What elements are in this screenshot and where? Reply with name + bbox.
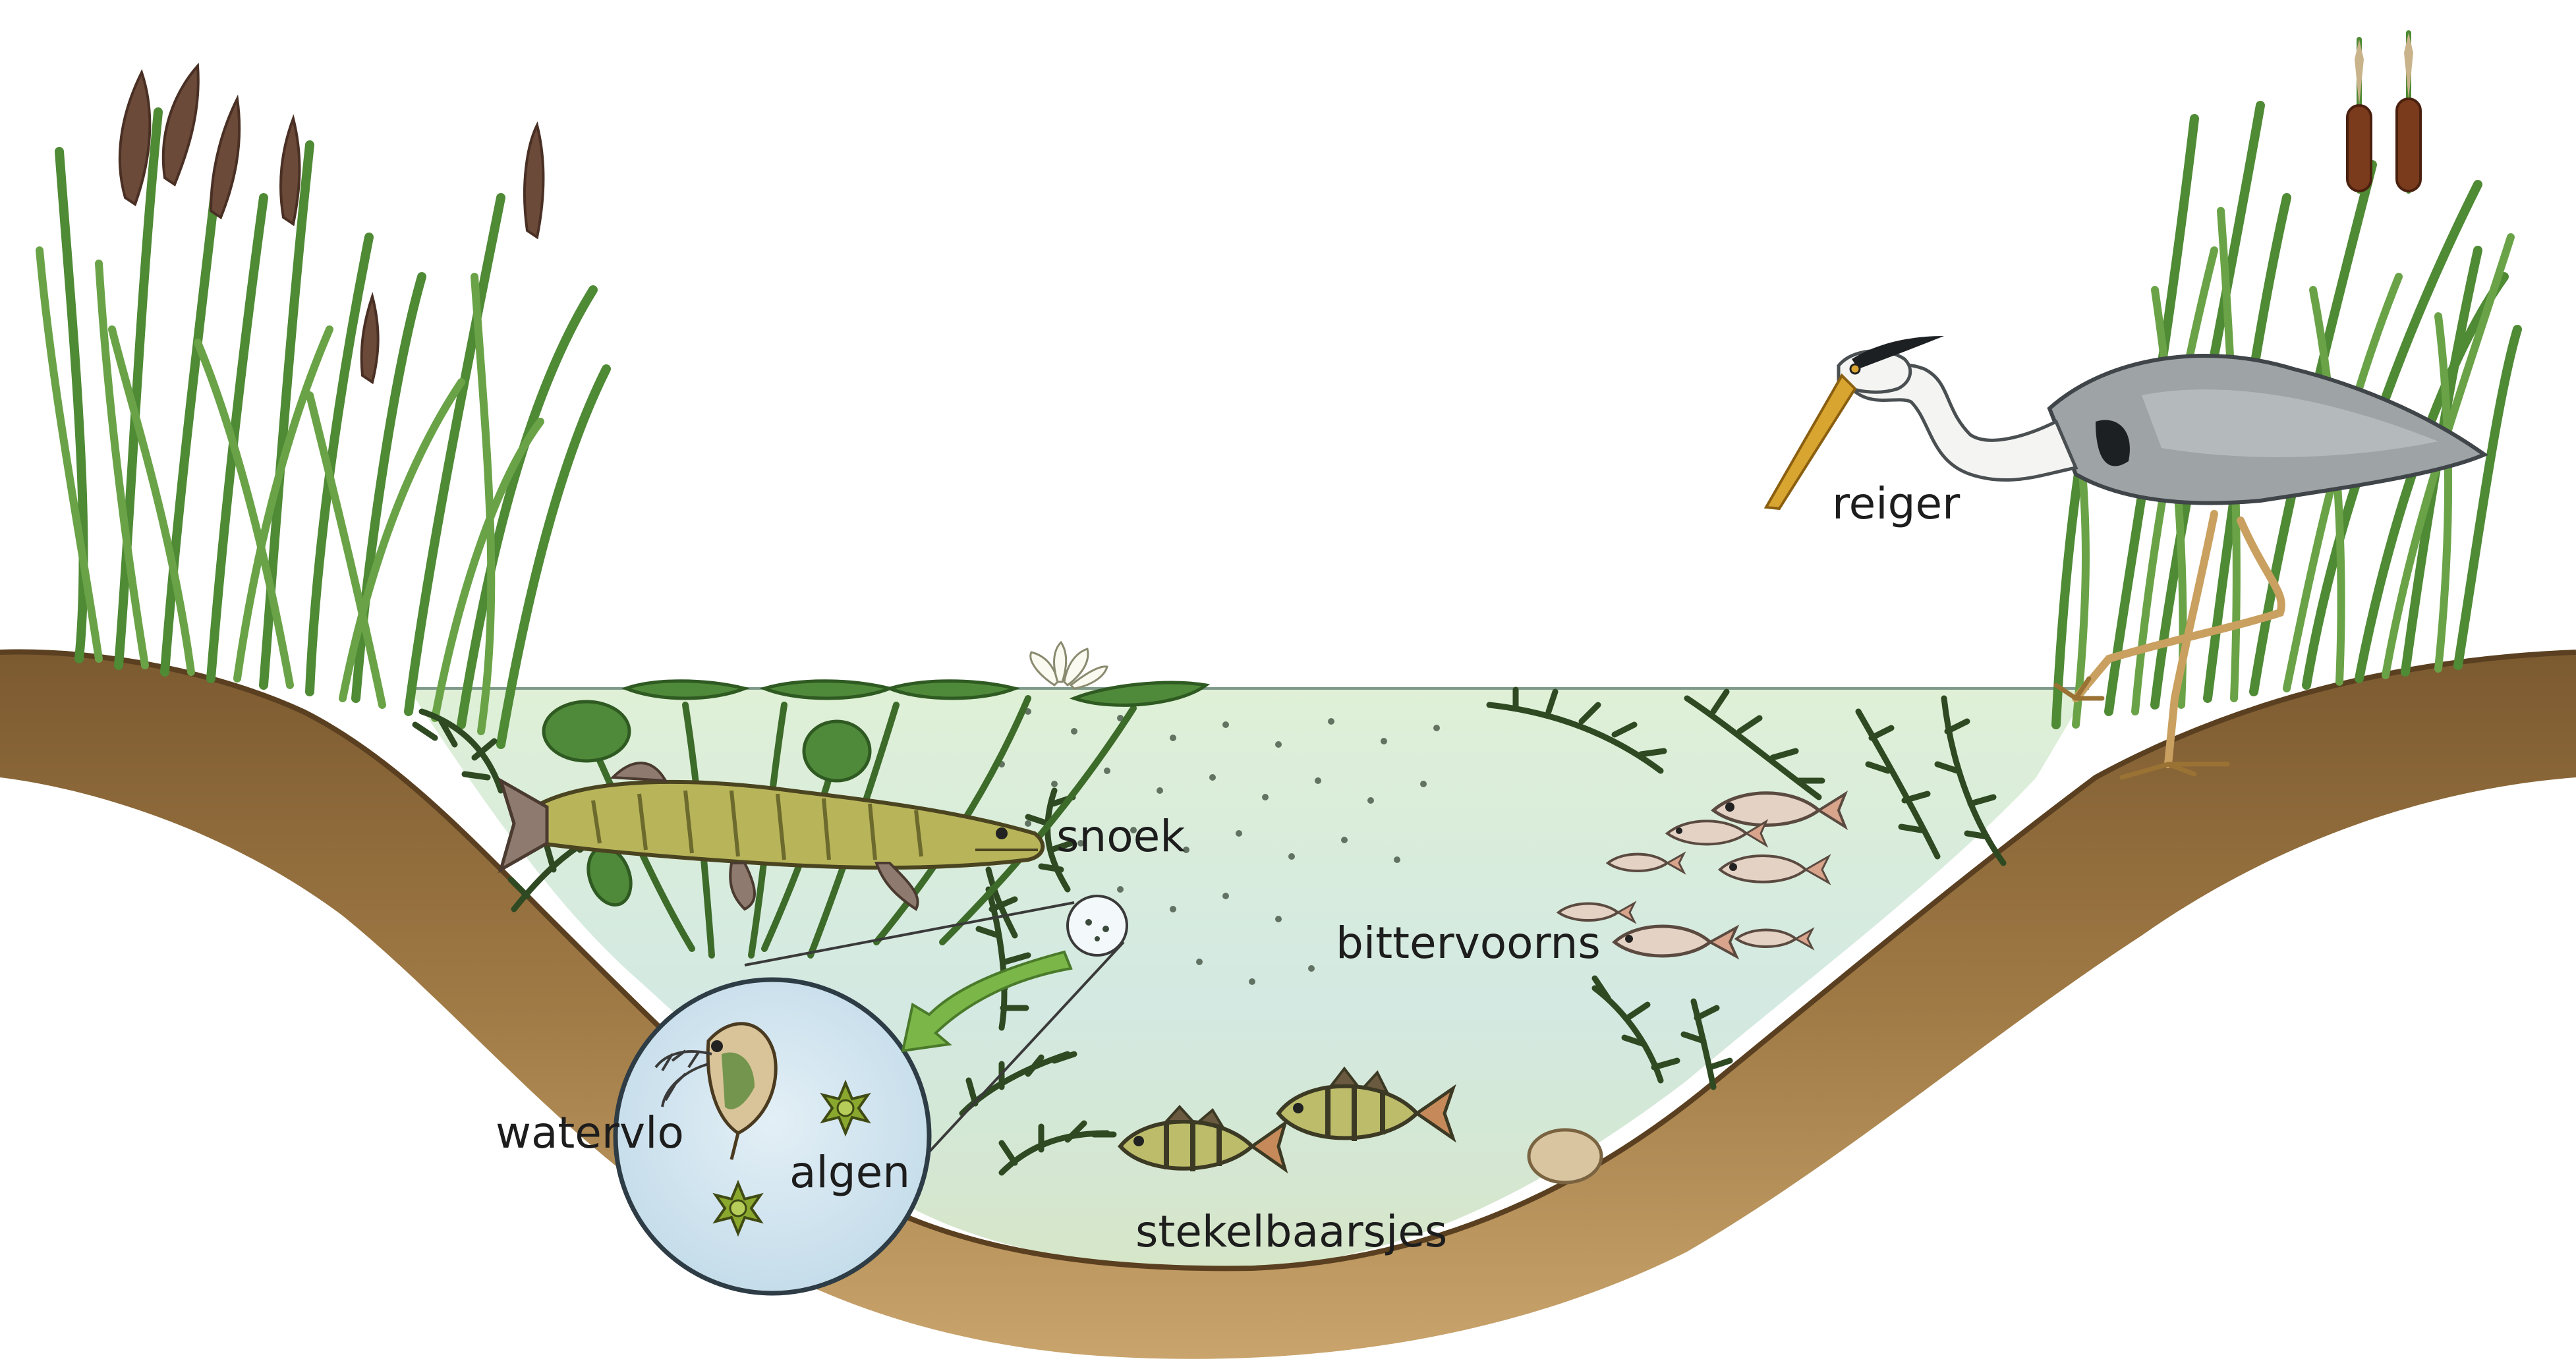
left-reeds (40, 66, 606, 744)
label-algen: algen (789, 1147, 910, 1198)
label-stekelbaarsjes: stekelbaarsjes (1135, 1206, 1447, 1257)
pebble (1529, 1130, 1601, 1183)
lily-pad (764, 681, 890, 698)
label-watervlo: watervlo (496, 1107, 684, 1158)
lily-pad (890, 681, 1015, 698)
label-bittervoorns: bittervoorns (1336, 918, 1601, 968)
label-reiger: reiger (1832, 478, 1961, 529)
label-snoek: snoek (1056, 811, 1186, 862)
lily-flower (1031, 642, 1107, 688)
lily-pad (544, 702, 629, 761)
cattail-heads (2347, 33, 2420, 191)
lily-pad (804, 721, 870, 781)
